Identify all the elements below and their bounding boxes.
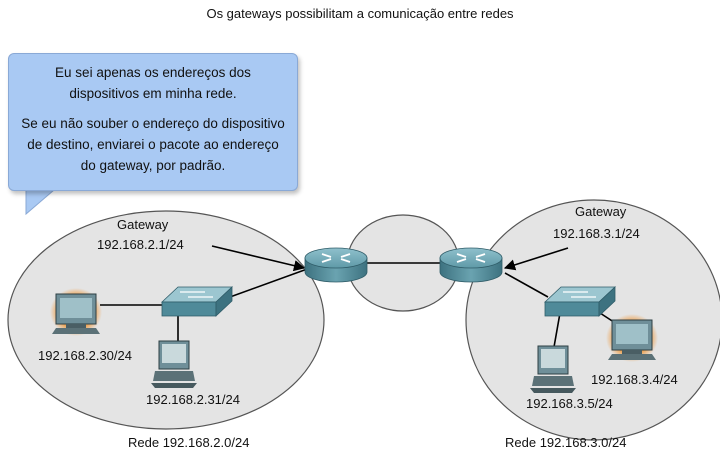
right-network-label: Rede 192.168.3.0/24 xyxy=(505,435,627,450)
left-pc1-ip: 192.168.2.30/24 xyxy=(38,348,132,363)
right-pc1-ip: 192.168.3.4/24 xyxy=(591,372,678,387)
left-network-ellipse xyxy=(7,210,325,430)
left-gateway-label: Gateway xyxy=(117,217,169,232)
left-gateway-ip: 192.168.2.1/24 xyxy=(97,237,184,252)
right-gateway-arrow xyxy=(503,247,569,271)
left-pc-icon xyxy=(151,340,197,388)
right-switch-icon xyxy=(543,286,617,317)
right-pc2-ip: 192.168.3.5/24 xyxy=(526,396,613,411)
right-pc-icon xyxy=(530,345,576,393)
right-gateway-label: Gateway xyxy=(575,204,627,219)
right-router-icon xyxy=(439,247,503,283)
left-switch-icon xyxy=(160,286,234,317)
callout-text-2: Se eu não souber o endereço do dispositi… xyxy=(21,116,285,173)
callout-text-1: Eu sei apenas os endereços dos dispositi… xyxy=(55,65,251,101)
left-pc2-ip: 192.168.2.31/24 xyxy=(146,392,240,407)
right-gateway-ip: 192.168.3.1/24 xyxy=(553,226,640,241)
speech-callout: Eu sei apenas os endereços dos dispositi… xyxy=(8,53,298,191)
left-pc-highlighted-icon xyxy=(50,288,102,336)
callout-pointer xyxy=(25,189,56,216)
right-pc-highlighted-icon xyxy=(606,314,658,362)
left-gateway-arrow xyxy=(211,245,306,272)
page-title: Os gateways possibilitam a comunicação e… xyxy=(206,6,514,21)
left-router-icon xyxy=(304,247,368,283)
left-network-label: Rede 192.168.2.0/24 xyxy=(128,435,250,450)
